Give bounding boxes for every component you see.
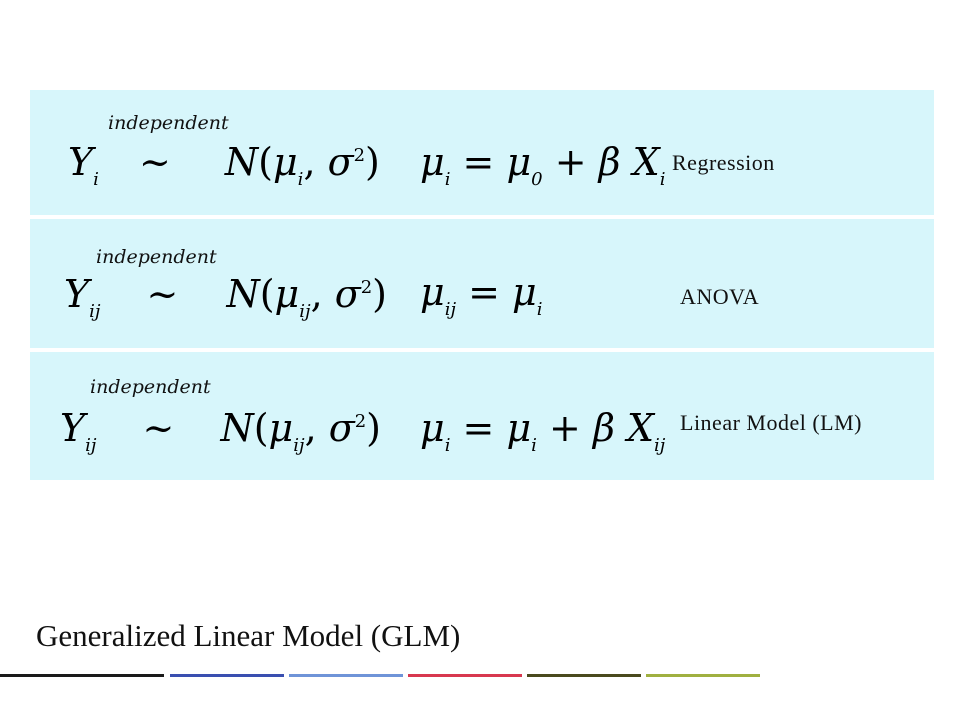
independent-annotation: independent bbox=[108, 112, 229, 134]
footer-bar-segment bbox=[0, 674, 164, 677]
model-panel-linear-model bbox=[30, 352, 934, 480]
independent-annotation: independent bbox=[96, 246, 217, 268]
distribution-formula: Yi ~ N(μi, σ2) bbox=[68, 140, 380, 190]
model-label-anova: ANOVA bbox=[680, 284, 760, 309]
footer-bar-segment bbox=[289, 674, 403, 677]
mean-structure-formula: μij = μi bbox=[420, 270, 543, 320]
model-panel-anova bbox=[30, 219, 934, 348]
model-panel-regression bbox=[30, 90, 934, 215]
model-label-regression: Regression bbox=[672, 150, 775, 175]
mean-structure-formula: μi = μ0 + β Xi bbox=[420, 140, 666, 190]
footer-bar-segment bbox=[408, 674, 522, 677]
footer-bar-segment bbox=[646, 674, 760, 677]
distribution-formula: Yij ~ N(μij, σ2) bbox=[60, 406, 381, 456]
footer-bar-segment bbox=[170, 674, 284, 677]
independent-annotation: independent bbox=[90, 376, 211, 398]
distribution-formula: Yij ~ N(μij, σ2) bbox=[64, 272, 387, 322]
model-label-linear-model: Linear Model (LM) bbox=[680, 410, 862, 435]
slide-title: Generalized Linear Model (GLM) bbox=[36, 618, 461, 653]
footer-bar-segment bbox=[527, 674, 641, 677]
mean-structure-formula: μi = μi + β Xij bbox=[420, 406, 666, 456]
